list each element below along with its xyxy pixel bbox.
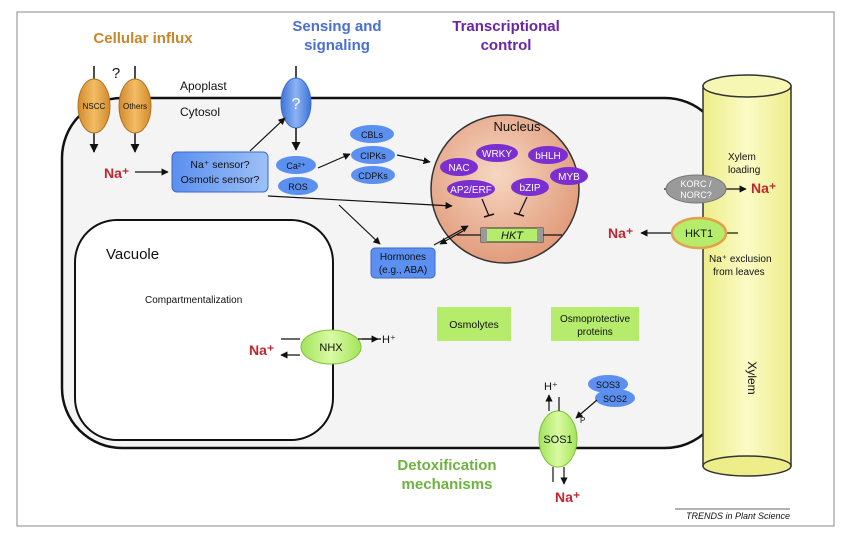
credit-label: TRENDS in Plant Science [686,511,790,521]
hkt1-label: HKT1 [685,228,713,240]
xylem-vessel [702,74,792,477]
xylem-loading-1: Xylem [728,152,756,163]
osmolytes-label: Osmolytes [449,319,499,331]
header-transcriptional-2: control [481,37,532,54]
unknown-channel-label: ? [112,65,120,82]
tf-myb [550,167,588,185]
label-nucleus: Nucleus [494,119,541,134]
hkt1-transporter [670,216,728,250]
korc-line2: NORC? [680,190,712,200]
na-excluded: Na⁺ [608,225,633,241]
tf-nac-label: NAC [448,163,469,174]
osmoprotective-box [551,307,639,341]
nscc-label: NSCC [83,102,106,111]
ca-node [276,156,316,174]
tf-wrky [476,144,518,162]
sos3-label: SOS3 [596,380,620,390]
korc-norc-channel [665,174,727,204]
tf-nac [440,158,478,176]
tf-bhlh-label: bHLH [535,151,561,162]
phospho-label: P [580,416,585,425]
nhx-label: NHX [319,342,343,354]
tf-bhlh [528,146,568,164]
tf-wrky-label: WRKY [482,149,512,160]
others-channel [118,78,152,134]
exclusion-line2: from leaves [713,267,765,278]
tf-ap2erf-label: AP2/ERF [450,185,492,196]
header-detox-2: mechanisms [402,476,493,493]
osmolytes-box [437,307,511,341]
na-cytosol: Na⁺ [104,165,129,181]
kinase-cipks [351,146,395,164]
xylem-loading-2: loading [728,165,760,176]
tf-bzip [511,178,549,196]
kinase-cdpks [351,166,395,184]
ros-node [278,177,318,195]
sos1-transporter [538,410,578,468]
kinase-cipks-label: CIPKs [360,151,386,161]
header-transcriptional-1: Transcriptional [452,18,560,35]
osmoprotective-line1: Osmoprotective [560,314,630,325]
tf-ap2erf [447,180,495,198]
kinase-cdpks-label: CDPKs [358,171,388,181]
header-sensing-2: signaling [304,37,370,54]
label-apoplast: Apoplast [180,79,227,93]
tf-myb-label: MYB [558,172,580,183]
osmoprotective-line2: proteins [577,327,613,338]
label-compartmentalization: Compartmentalization [145,295,242,306]
sos2-node [595,389,635,407]
hormones-box [370,247,436,279]
nscc-channel [77,78,111,134]
sos1-label: SOS1 [543,434,572,446]
header-cellular-influx: Cellular influx [93,30,193,47]
hormones-line2: (e.g., ABA) [379,265,427,276]
nhx-transporter [300,329,362,365]
header-sensing-1: Sensing and [292,18,381,35]
hormones-line1: Hormones [380,252,426,263]
na-xylem: Na⁺ [751,180,776,196]
na-vacuole: Na⁺ [249,342,274,358]
ca-label: Ca²⁺ [286,161,306,171]
kinase-cbls [350,125,394,143]
korc-line1: KORC / [680,179,712,189]
h-sos1: H⁺ [544,381,558,393]
sos3-node [588,375,628,393]
sensing-channel-label: ? [292,96,301,113]
others-label: Others [123,102,147,111]
label-xylem: Xylem [745,361,759,394]
h-out-nhx: H⁺ [382,334,396,346]
label-cytosol: Cytosol [180,105,220,119]
sensor-line2: Osmotic sensor? [181,174,260,186]
sos2-label: SOS2 [603,394,627,404]
na-efflux: Na⁺ [555,489,580,505]
header-detox-1: Detoxification [397,457,496,474]
sensor-box [171,151,269,193]
label-vacuole: Vacuole [106,246,159,263]
exclusion-line1: Na⁺ exclusion [709,254,772,265]
hkt-gene-label: HKT [501,230,524,242]
tf-bzip-label: bZIP [519,183,540,194]
kinase-cbls-label: CBLs [361,130,384,140]
ros-label: ROS [288,182,308,192]
sensor-line1: Na⁺ sensor? [190,159,249,171]
